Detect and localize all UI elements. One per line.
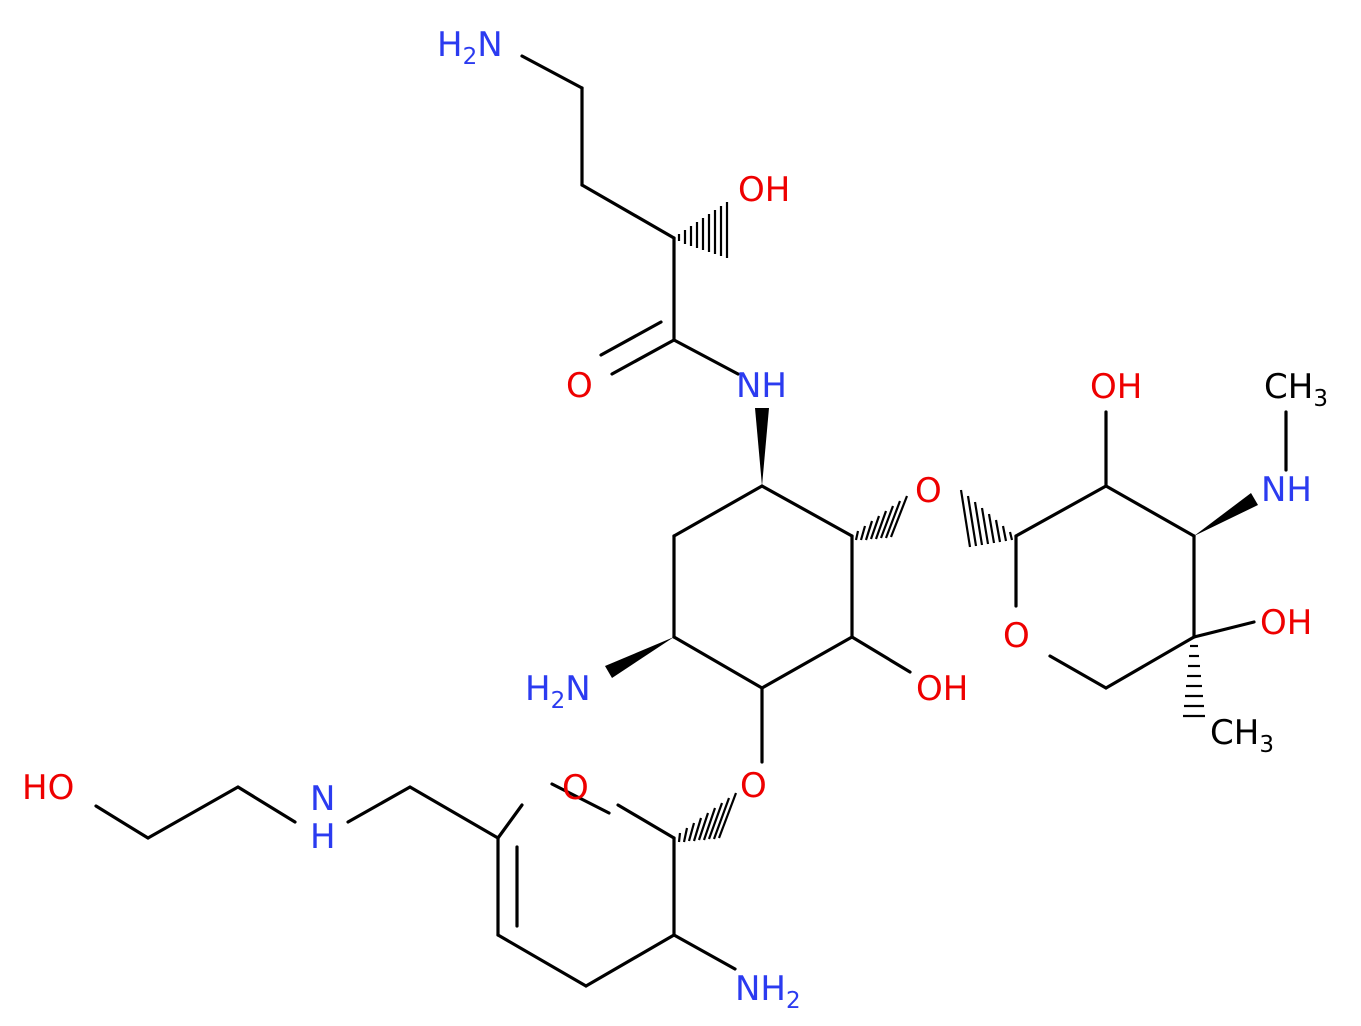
amide-nitrogen-label: NH [736,366,787,406]
atom-labels: H2N OH O NH H2N OH O OH CH3 NH OH O CH3 … [22,25,1328,1014]
sugar-hydroxyl-right-label: OH [1260,603,1312,643]
pyran-oxygen-right-label: O [1003,616,1030,656]
bonds [94,54,1288,988]
amine-top-label: H2N [437,25,503,70]
glycosidic-oxygen-left-label: O [740,766,767,806]
carbonyl-oxygen-label: O [566,366,593,406]
hydroxyl-side-chain-label: OH [738,170,790,210]
amine-bottom-label: NH2 [735,969,801,1014]
hashed-bonds [677,202,1205,843]
secondary-amine-label: N [310,779,335,819]
sugar-hydroxyl-top-label: OH [1090,367,1142,407]
methyl-top-label: CH3 [1264,367,1328,412]
methyl-bottom-label: CH3 [1210,713,1274,758]
pyran-oxygen-left-label: O [562,768,589,808]
secondary-amine-h-label: H [310,817,336,857]
hydroxyethyl-hydroxyl-label: HO [22,768,74,808]
methylamino-nitrogen-label: NH [1261,470,1312,510]
ring-amine-label: H2N [525,669,591,714]
ring-hydroxyl-label: OH [916,669,968,709]
wedge-bonds [605,408,1258,678]
glycosidic-oxygen-right-label: O [915,471,942,511]
